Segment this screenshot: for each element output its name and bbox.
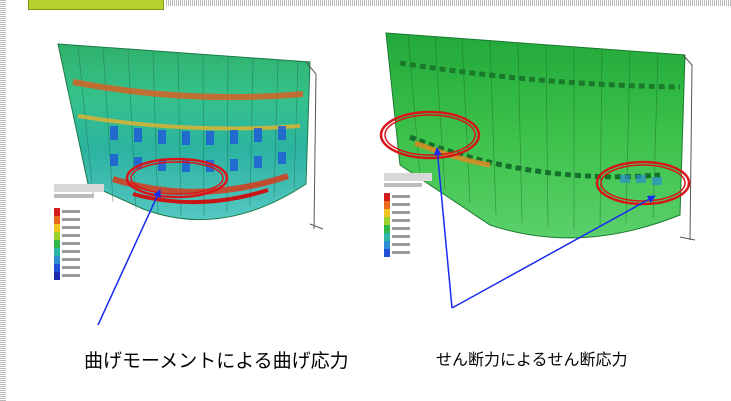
- arrow-shear-left: [433, 147, 453, 309]
- highlight-ring-bending: [125, 157, 229, 199]
- caption-shear-stress: せん断力によるせん断応力: [436, 350, 628, 369]
- contour-legend: [54, 184, 104, 280]
- arrow-bending: [97, 189, 161, 326]
- contour-legend: [384, 173, 432, 257]
- arrow-shear-right: [451, 195, 656, 309]
- page-left-border: [0, 0, 6, 401]
- bending-stress-contour-image: [48, 34, 328, 284]
- page-top-border: [166, 0, 731, 6]
- header-tab: [28, 0, 164, 10]
- highlight-ring-shear-right: [595, 160, 691, 206]
- shear-stress-contour-image: [380, 25, 700, 270]
- highlight-ring-shear-left: [379, 110, 481, 160]
- caption-bending-stress: 曲げモーメントによる曲げ応力: [84, 350, 349, 372]
